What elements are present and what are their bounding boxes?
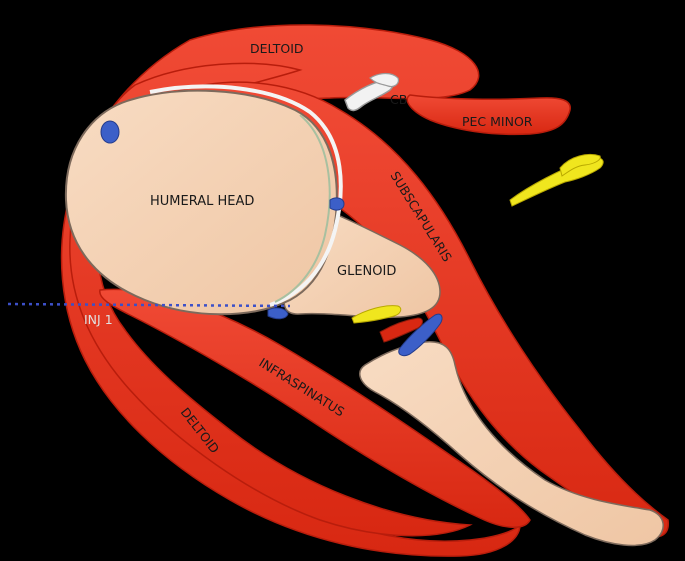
label-glenoid: GLENOID [337,264,396,279]
scapula-body [359,341,664,547]
cartilage-line [274,114,331,303]
humeral-head-bone [64,89,338,316]
coracoid-hook [369,72,399,88]
injection-line [7,302,291,308]
label-humeral-head: HUMERAL HEAD [150,194,254,209]
label-cb: CB [390,92,407,107]
nerve-top-branch [559,154,601,177]
vessel-glenoid-small [329,197,345,211]
joint-capsule [149,84,343,307]
pec-minor-muscle [406,94,571,136]
label-deltoid-top: DELTOID [250,41,304,56]
label-inj: INJ 1 [84,312,113,327]
nerve-top [509,157,604,207]
vessel-suprascapular [398,313,443,357]
artery-suprascapular [379,317,423,343]
label-pec-minor: PEC MINOR [462,114,533,129]
vessel-inferior-small [267,307,289,320]
vessel-humeral-circumflex [100,120,120,144]
infraspinatus-muscle [99,288,531,528]
nerve-bottom [351,305,402,324]
